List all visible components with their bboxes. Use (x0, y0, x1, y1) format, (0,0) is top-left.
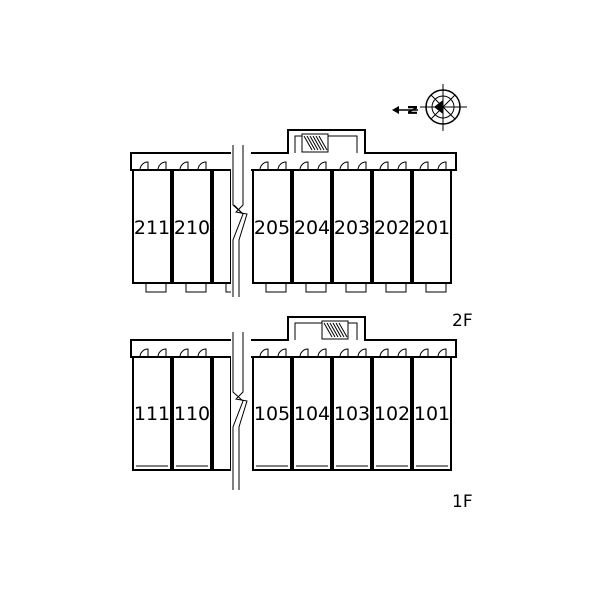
unit-label-205: 205 (254, 217, 290, 239)
unit-blank (212, 169, 232, 284)
unit-label-203: 203 (334, 217, 370, 239)
unit-label-103: 103 (334, 403, 370, 425)
unit-110 (172, 356, 212, 471)
unit-label-101: 101 (414, 403, 450, 425)
unit-105 (252, 356, 292, 471)
floor-1f: 111 110 105 104 103 102 101 1F (130, 316, 473, 512)
unit-label-111: 111 (134, 403, 170, 425)
unit-label-211: 211 (134, 217, 170, 239)
unit-202 (372, 169, 412, 284)
floor-label-1f: 1F (452, 492, 473, 512)
unit-label-104: 104 (294, 403, 330, 425)
compass-north-letter: N (406, 105, 420, 115)
unit-label-110: 110 (174, 403, 210, 425)
stair-icon (321, 320, 349, 340)
unit-102 (372, 356, 412, 471)
unit-101 (412, 356, 452, 471)
unit-label-105: 105 (254, 403, 290, 425)
unit-label-210: 210 (174, 217, 210, 239)
compass-rose-icon (392, 84, 467, 131)
unit-104 (292, 356, 332, 471)
floor-2f: 211 210 205 204 203 202 201 2F (130, 129, 473, 331)
unit-111 (132, 356, 172, 471)
stair-icon (301, 133, 329, 153)
unit-label-202: 202 (374, 217, 410, 239)
unit-blank (212, 356, 232, 471)
unit-103 (332, 356, 372, 471)
unit-label-102: 102 (374, 403, 410, 425)
unit-label-201: 201 (414, 217, 450, 239)
unit-label-204: 204 (294, 217, 330, 239)
unit-201 (412, 169, 452, 284)
floor-label-2f: 2F (452, 311, 473, 331)
